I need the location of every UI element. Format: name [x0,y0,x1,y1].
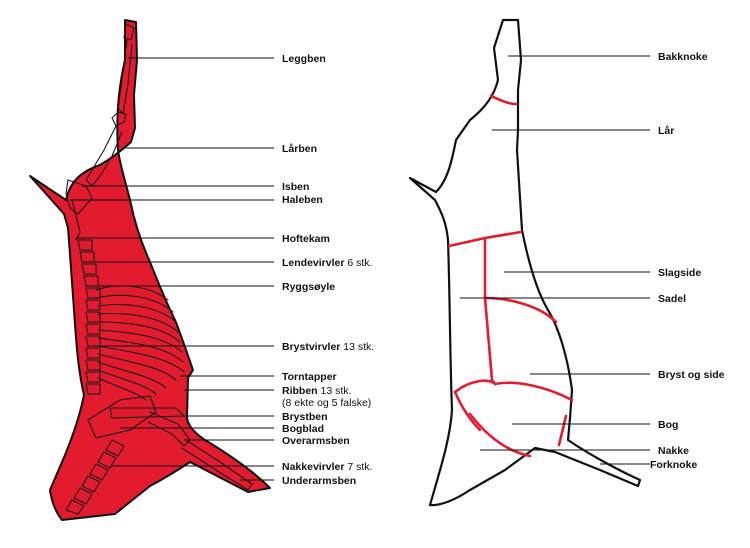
right-carcass [408,18,642,507]
label-ribben-note: (8 ekte og 5 falske) [282,397,371,409]
vertebra [85,347,101,359]
vertebra [73,487,93,505]
label-lar: Lår [658,125,674,137]
label-forknoke: Forknoke [650,459,697,471]
right-leader-lines [460,55,650,465]
cut-line-bog-lower [468,412,532,458]
rib [97,377,147,401]
hind-leg-bone [117,39,133,115]
label-nakkevirvler: Nakkevirvler 7 stk. [282,461,372,473]
label-underarmsben: Underarmsben [282,475,356,487]
rib [97,321,181,343]
vertebra [85,287,101,299]
pelvis-bone [71,199,81,241]
label-larben: Lårben [282,143,317,155]
vertebra [85,383,101,395]
label-leggben: Leggben [282,53,326,65]
cut-line-sadel [483,296,558,324]
femur-bone [85,125,123,187]
left-carcass [29,19,271,521]
left-labels: Leggben Lårben Isben Haleben Hoftekam Le… [282,53,374,487]
scapula-bone [87,395,157,439]
rib [97,369,157,395]
cut-line-forknoke [557,414,568,447]
carcass-outline [408,18,642,507]
cut-line-bryst [453,379,574,402]
vertebra [85,371,101,383]
humerus-bone [147,411,191,447]
left-leader-lines [70,57,274,481]
rib [95,285,169,301]
vertebra [65,499,85,515]
vertebra [97,451,117,469]
rib [97,329,183,353]
label-slagside: Slagside [658,267,701,279]
label-hoftekam: Hoftekam [282,233,330,245]
cut-line-bakknoke [489,94,518,106]
hind-leg-bone [111,111,127,127]
label-ribben: Ribben 13 stk. [282,385,351,397]
vertebra [85,299,101,311]
hind-leg-bone [123,23,135,41]
vertebra [105,439,125,457]
ribs [95,285,185,401]
carcass-silhouette-red [29,19,271,521]
vertebra [89,463,109,481]
vertebra [85,323,101,335]
label-bakknoke: Bakknoke [658,51,708,63]
vertebra [81,263,97,275]
vertebra [81,475,101,493]
label-haleben: Haleben [282,194,323,206]
label-brystvirvler: Brystvirvler 13 stk. [282,341,374,353]
label-overarmsben: Overarmsben [282,435,350,447]
rib [96,294,174,313]
rib [97,313,179,333]
label-brystben: Brystben [282,411,328,423]
label-bryst-og-side: Bryst og side [658,369,725,381]
label-nakke: Nakke [658,445,689,457]
label-bogblad: Bogblad [282,423,324,435]
label-bog: Bog [658,419,678,431]
label-torntapper: Torntapper [282,371,337,383]
rib [97,353,177,381]
neck-vertebrae [65,439,125,515]
cut-line-bog-upper [453,390,482,432]
vertebra [85,359,101,371]
right-labels: Bakknoke Lår Slagside Sadel Bryst og sid… [650,51,725,471]
label-sadel: Sadel [658,293,686,305]
rib [97,361,167,389]
rib [97,345,185,373]
label-lendevirvler: Lendevirvler 6 stk. [282,257,372,269]
label-ryggsoyle: Ryggsøyle [282,281,335,293]
vertebra [77,239,93,251]
label-isben: Isben [282,181,309,193]
rib [97,304,177,323]
cut-line-slagside [483,236,497,386]
